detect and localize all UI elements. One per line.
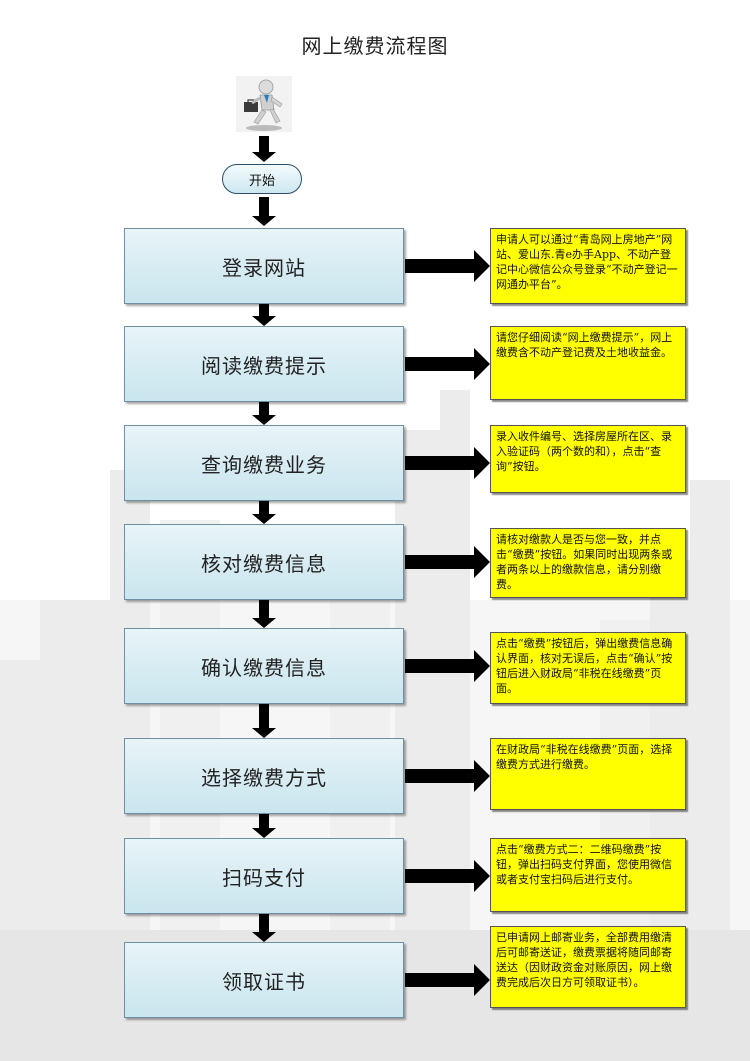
process-step-2: 阅读缴费提示 <box>124 326 404 402</box>
down-arrow-icon-step-1-to-2 <box>252 304 276 326</box>
step-note-3: 录入收件编号、选择房屋所在区、录入验证码（两个数的和），点击“查询”按钮。 <box>490 425 686 493</box>
step-note-7: 点击“缴费方式二：二维码缴费”按钮，弹出扫码支付界面，您使用微信或者支付宝扫码后… <box>490 838 686 912</box>
down-arrow-icon-step-2-to-3 <box>252 402 276 425</box>
down-arrow-icon-step-3-to-4 <box>252 501 276 524</box>
step-note-2: 请您仔细阅读“网上缴费提示”，网上缴费含不动产登记费及土地收益金。 <box>490 326 686 400</box>
step-note-1: 申请人可以通过“青岛网上房地产”网站、爱山东.青e办手App、不动产登记中心微信… <box>490 228 686 304</box>
process-step-1: 登录网站 <box>124 228 404 304</box>
step-note-5: 点击“缴费”按钮后，弹出缴费信息确认界面，核对无误后，点击“确认”按钮后进入财政… <box>490 632 686 704</box>
process-step-6: 选择缴费方式 <box>124 738 404 814</box>
step-note-6: 在财政局“非税在线缴费”页面，选择缴费方式进行缴费。 <box>490 738 686 810</box>
diagram-title: 网上缴费流程图 <box>301 34 449 58</box>
down-arrow-icon-step-5-to-6 <box>252 704 276 738</box>
step-note-8: 已申请网上邮寄业务，全部费用缴清后可邮寄送证，缴费票据将随同邮寄送达（因财政资金… <box>490 926 686 1008</box>
process-step-3: 查询缴费业务 <box>124 425 404 501</box>
right-arrow-icon-step-8 <box>405 964 490 996</box>
down-arrow-icon-step-6-to-7 <box>252 814 276 838</box>
start-node: 开始 <box>222 164 302 194</box>
right-arrow-icon-step-3 <box>405 447 490 479</box>
down-arrow-icon-step-4-to-5 <box>252 600 276 628</box>
right-arrow-icon-step-4 <box>405 546 490 578</box>
process-step-8: 领取证书 <box>124 942 404 1018</box>
businessman-running-icon <box>236 76 292 132</box>
down-arrow-icon-start-to-step-1 <box>252 197 276 226</box>
right-arrow-icon-step-1 <box>405 250 490 282</box>
right-arrow-icon-step-5 <box>405 650 490 682</box>
right-arrow-icon-step-2 <box>405 348 490 380</box>
right-arrow-icon-step-7 <box>405 860 490 892</box>
down-arrow-icon-person-to-start <box>252 136 276 162</box>
process-step-7: 扫码支付 <box>124 838 404 914</box>
process-step-4: 核对缴费信息 <box>124 524 404 600</box>
process-step-5: 确认缴费信息 <box>124 628 404 704</box>
step-note-4: 请核对缴款人是否与您一致，并点击“缴费”按钮。如果同时出现两条或者两条以上的缴款… <box>490 528 686 598</box>
down-arrow-icon-step-7-to-8 <box>252 914 276 942</box>
right-arrow-icon-step-6 <box>405 760 490 792</box>
